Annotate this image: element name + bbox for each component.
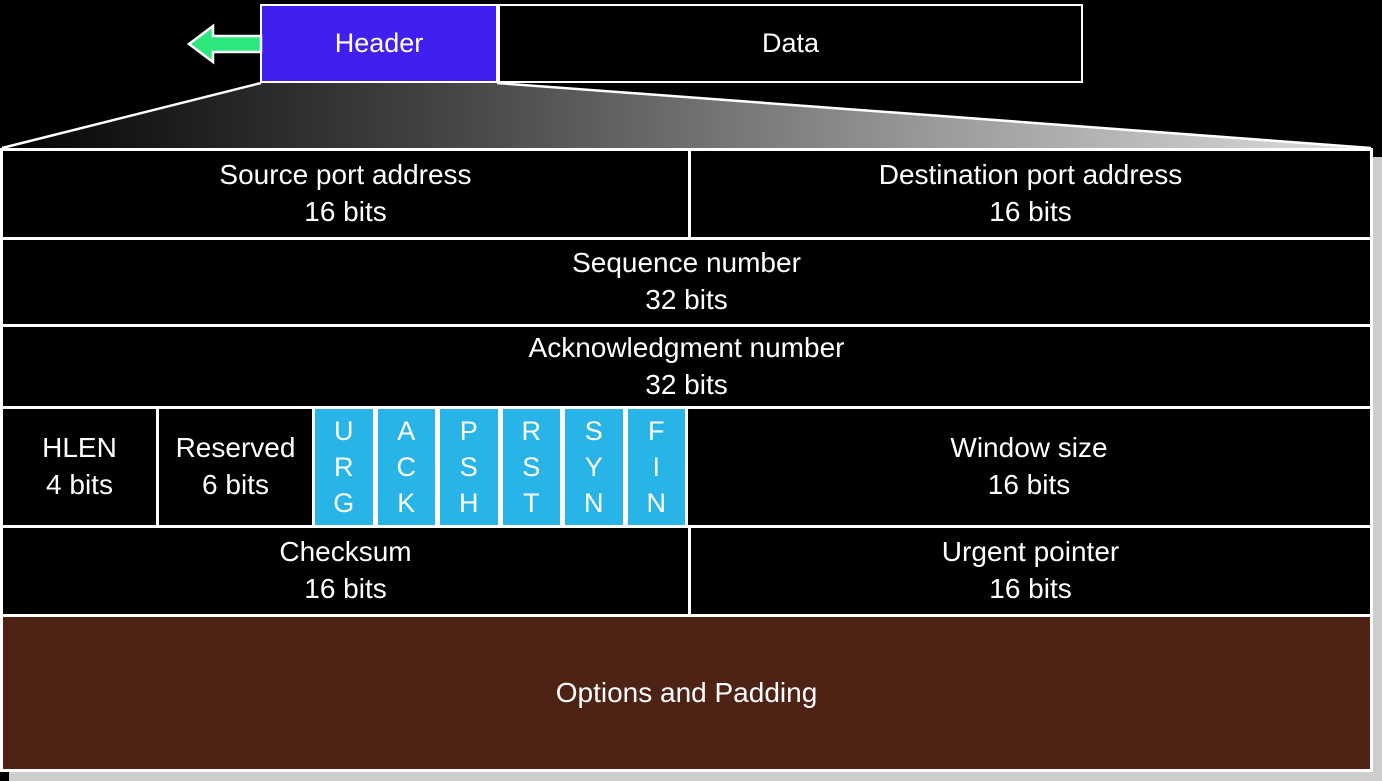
row-flags: HLEN 4 bits Reserved 6 bits U R G A C K … <box>3 409 1370 528</box>
flag-syn: S Y N <box>565 409 623 525</box>
left-arrow-icon <box>186 23 263 65</box>
field-options-padding: Options and Padding <box>3 617 1370 769</box>
tcp-header-table: Source port address 16 bits Destination … <box>0 148 1373 772</box>
row-acknowledgment: Acknowledgment number 32 bits <box>3 327 1370 409</box>
segment-data-box: Data <box>498 4 1083 83</box>
field-name: Options and Padding <box>555 676 818 708</box>
flag-ack: A C K <box>377 409 435 525</box>
field-window-size: Window size 16 bits <box>688 409 1370 525</box>
segment-data-label: Data <box>761 28 820 58</box>
field-bits: 6 bits <box>202 469 269 500</box>
field-bits: 32 bits <box>645 284 728 315</box>
field-name: Acknowledgment number <box>528 331 845 363</box>
segment-header-label: Header <box>334 28 424 58</box>
row-sequence: Sequence number 32 bits <box>3 240 1370 327</box>
flag-urg: U R G <box>315 409 373 525</box>
control-flags: U R G A C K P S H R S T S Y N <box>315 409 688 525</box>
field-name: Checksum <box>279 536 412 568</box>
field-acknowledgment-number: Acknowledgment number 32 bits <box>3 327 1370 406</box>
field-bits: 16 bits <box>987 469 1071 500</box>
field-checksum: Checksum 16 bits <box>3 528 691 614</box>
field-reserved: Reserved 6 bits <box>159 409 315 525</box>
segment-header-box: Header <box>260 4 498 83</box>
field-name: Window size <box>950 432 1108 464</box>
field-name: HLEN <box>42 432 117 464</box>
field-bits: 16 bits <box>989 573 1072 604</box>
field-bits: 16 bits <box>304 573 387 604</box>
row-checksum: Checksum 16 bits Urgent pointer 16 bits <box>3 528 1370 617</box>
flag-psh: P S H <box>440 409 498 525</box>
field-source-port: Source port address 16 bits <box>3 151 691 237</box>
field-destination-port: Destination port address 16 bits <box>691 151 1370 237</box>
zoom-trapezoid <box>1 81 1372 150</box>
field-bits: 16 bits <box>989 196 1072 227</box>
field-name: Urgent pointer <box>941 536 1120 568</box>
field-bits: 4 bits <box>46 469 113 500</box>
row-options: Options and Padding <box>3 617 1370 769</box>
field-sequence-number: Sequence number 32 bits <box>3 240 1370 324</box>
flag-fin: F I N <box>627 409 685 525</box>
flag-rst: R S T <box>502 409 560 525</box>
field-name: Reserved <box>175 432 296 464</box>
field-name: Destination port address <box>878 159 1183 191</box>
row-ports: Source port address 16 bits Destination … <box>3 151 1370 240</box>
field-bits: 16 bits <box>304 196 387 227</box>
field-bits: 32 bits <box>645 368 728 400</box>
field-name: Sequence number <box>572 247 801 279</box>
field-name: Source port address <box>219 159 472 191</box>
field-hlen: HLEN 4 bits <box>3 409 159 525</box>
field-urgent-pointer: Urgent pointer 16 bits <box>691 528 1370 614</box>
